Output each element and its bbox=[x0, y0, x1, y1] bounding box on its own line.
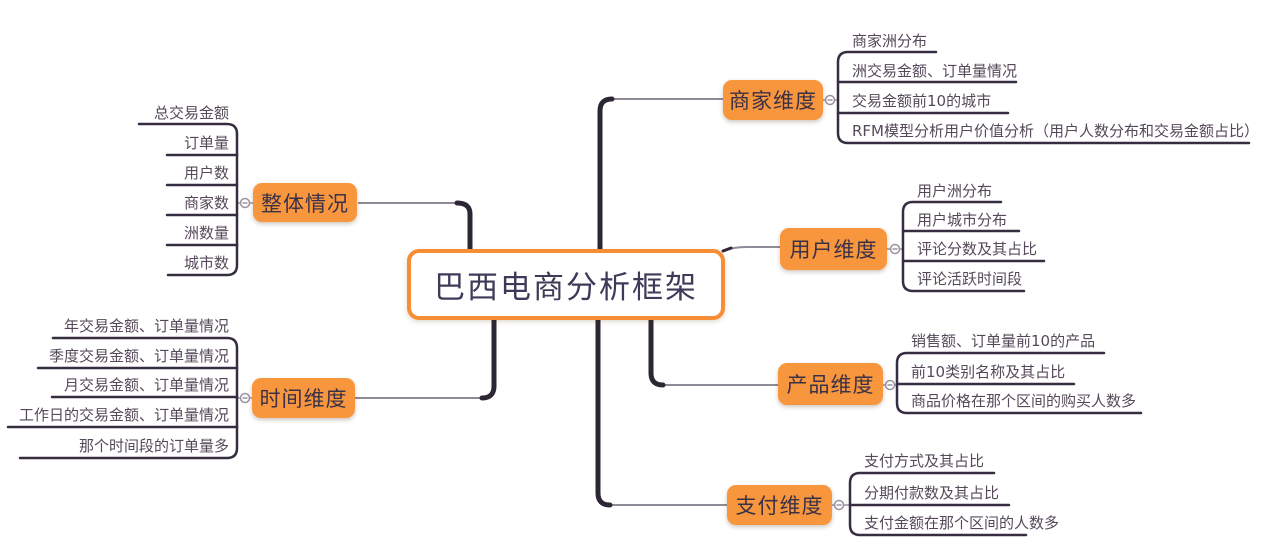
bracket-user bbox=[901, 200, 1026, 293]
branch-topic-payment[interactable]: 支付维度 bbox=[727, 485, 832, 525]
trunk-product bbox=[648, 317, 666, 388]
trunk-overall bbox=[454, 200, 473, 252]
trunk-user bbox=[721, 246, 733, 253]
collapse-handle-icon[interactable] bbox=[239, 392, 251, 404]
collapse-handle-icon[interactable] bbox=[824, 94, 836, 106]
branch-brackets bbox=[6, 50, 1251, 537]
connector-time bbox=[355, 320, 495, 399]
subtopic[interactable]: 销售额、订单量前10的产品 bbox=[911, 332, 1096, 350]
subtopic[interactable]: 城市数 bbox=[183, 254, 229, 272]
subtopic[interactable]: 评论分数及其占比 bbox=[917, 240, 1038, 258]
subtopic[interactable]: 用户数 bbox=[183, 164, 229, 182]
collapse-handles bbox=[239, 94, 901, 511]
connector-overall bbox=[358, 202, 471, 249]
subtopic[interactable]: 那个时间段的订单量多 bbox=[78, 437, 229, 455]
collapse-handle-icon[interactable] bbox=[239, 197, 251, 209]
connector-payment bbox=[597, 320, 727, 506]
subtopic[interactable]: 工作日的交易金额、订单量情况 bbox=[18, 406, 229, 424]
bracket-merchant bbox=[836, 50, 1251, 145]
subtopic[interactable]: 年交易金额、订单量情况 bbox=[63, 317, 229, 335]
subtopic[interactable]: 分期付款数及其占比 bbox=[864, 484, 1000, 502]
subtopic[interactable]: 季度交易金额、订单量情况 bbox=[48, 347, 229, 365]
subtopic[interactable]: 支付金额在那个区间的人数多 bbox=[864, 514, 1060, 532]
subtopic[interactable]: 前10类别名称及其占比 bbox=[911, 363, 1066, 381]
branch-topic-overall[interactable]: 整体情况 bbox=[253, 183, 357, 222]
branch-topic-user[interactable]: 用户维度 bbox=[780, 228, 887, 270]
branch-topic-product[interactable]: 产品维度 bbox=[778, 363, 883, 405]
subtopic[interactable]: 商品价格在那个区间的购买人数多 bbox=[911, 392, 1137, 410]
subtopic[interactable]: 用户洲分布 bbox=[917, 182, 993, 200]
connector-merchant bbox=[599, 98, 723, 249]
trunk-time bbox=[479, 317, 497, 401]
subtopic[interactable]: 洲数量 bbox=[183, 224, 229, 242]
branch-topic-merchant[interactable]: 商家维度 bbox=[723, 80, 823, 120]
subtopic[interactable]: 交易金额前10的城市 bbox=[852, 92, 992, 110]
collapse-handle-icon[interactable] bbox=[833, 499, 845, 511]
subtopic[interactable]: 商家洲分布 bbox=[852, 32, 928, 50]
collapse-handle-icon[interactable] bbox=[889, 243, 901, 255]
subtopic[interactable]: 评论活跃时间段 bbox=[917, 270, 1023, 288]
subtopic[interactable]: 支付方式及其占比 bbox=[864, 452, 985, 470]
branch-topic-time[interactable]: 时间维度 bbox=[252, 378, 355, 418]
subtopic[interactable]: 订单量 bbox=[183, 134, 229, 152]
subtopic[interactable]: 月交易金额、订单量情况 bbox=[63, 376, 229, 394]
subtopic[interactable]: 洲交易金额、订单量情况 bbox=[852, 62, 1018, 80]
collapse-handle-icon[interactable] bbox=[884, 379, 896, 391]
trunk-merchant bbox=[597, 96, 615, 252]
subtopic[interactable]: RFM模型分析用户价值分析（用户人数分布和交易金额占比） bbox=[852, 122, 1259, 140]
root-topic[interactable]: 巴西电商分析框架 bbox=[407, 249, 725, 320]
connector-product bbox=[650, 320, 778, 386]
trunk-payment bbox=[595, 317, 613, 508]
subtopic[interactable]: 商家数 bbox=[183, 194, 229, 212]
subtopic[interactable]: 总交易金额 bbox=[153, 104, 229, 122]
bracket-overall bbox=[137, 122, 239, 277]
subtopic[interactable]: 用户城市分布 bbox=[917, 211, 1008, 229]
trunk-connectors-thick bbox=[454, 96, 733, 508]
